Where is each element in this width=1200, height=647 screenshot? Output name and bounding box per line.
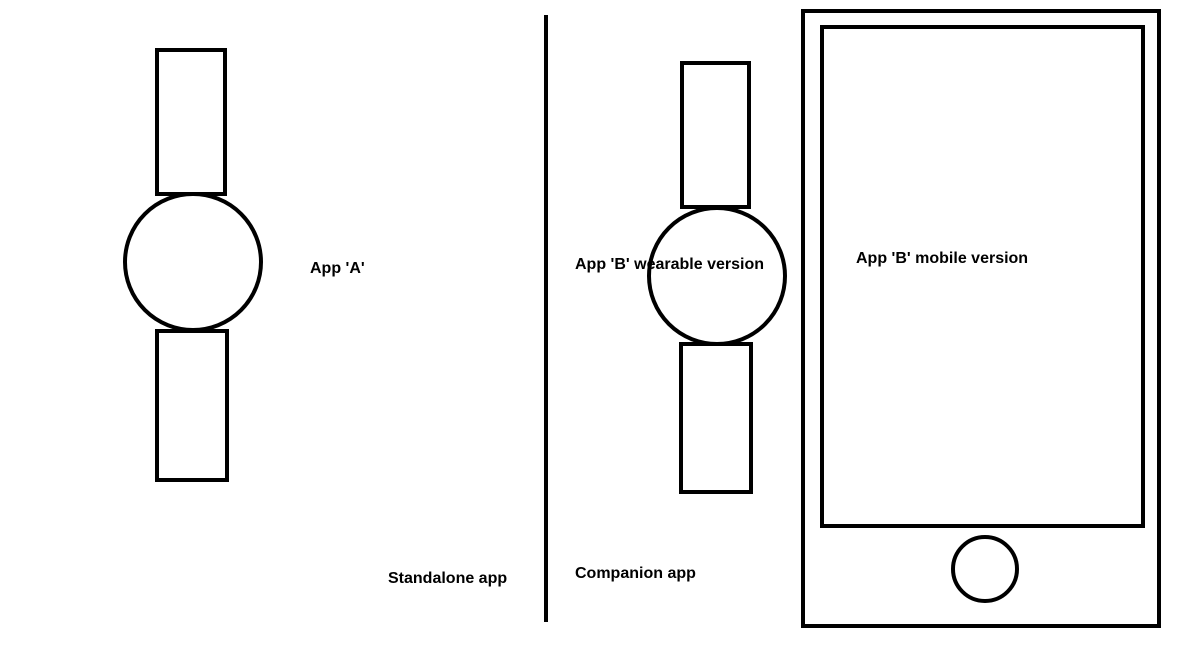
watch-a-face [123, 192, 263, 332]
watch-a [123, 48, 263, 482]
app-b-wearable-label: App 'B' wearable version [575, 256, 764, 273]
watch-b [647, 61, 787, 494]
standalone-app-label: Standalone app [388, 570, 507, 587]
watch-b-bottom-band [679, 342, 753, 494]
watch-b-face [647, 206, 787, 346]
phone-home-button [951, 535, 1019, 603]
phone-body [801, 9, 1161, 628]
watch-b-top-band [680, 61, 751, 209]
app-b-mobile-label: App 'B' mobile version [856, 250, 1028, 267]
app-a-label: App 'A' [310, 260, 365, 277]
watch-a-top-band [155, 48, 227, 196]
companion-app-label: Companion app [575, 565, 696, 582]
phone [801, 9, 1161, 628]
phone-screen [820, 25, 1145, 528]
watch-a-bottom-band [155, 329, 229, 482]
